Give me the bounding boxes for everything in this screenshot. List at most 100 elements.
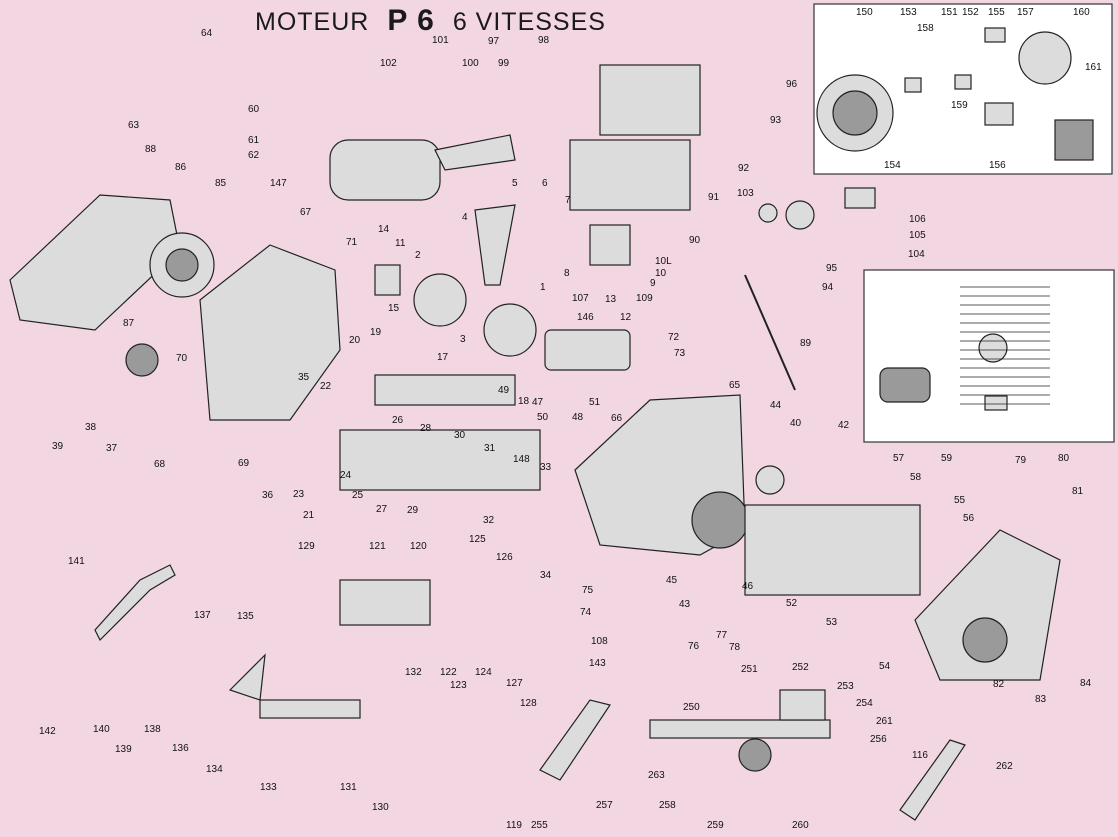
part-label-31: 31 [484,443,496,454]
part-label-85: 85 [215,178,227,189]
lighting-coil-154 [904,77,922,93]
part-label-61: 61 [248,135,260,146]
part-label-154: 154 [884,160,901,171]
part-label-256: 256 [870,734,887,745]
part-label-60: 60 [248,104,260,115]
part-label-92: 92 [738,163,750,174]
part-label-159: 159 [951,100,968,111]
part-label-126: 126 [496,552,513,563]
part-label-251: 251 [741,664,758,675]
part-label-139: 139 [115,744,132,755]
part-label-47: 47 [532,397,544,408]
part-label-63: 63 [128,120,140,131]
part-label-73: 73 [674,348,686,359]
part-label-161: 161 [1085,62,1102,73]
part-label-35: 35 [298,372,310,383]
clutch-drum-hub [165,248,199,282]
stator-plate-160 [1018,31,1072,85]
part-label-98: 98 [538,35,550,46]
part-label-25: 25 [352,490,364,501]
part-label-82: 82 [993,679,1005,690]
part-label-53: 53 [826,617,838,628]
part-label-28: 28 [420,423,432,434]
part-label-74: 74 [580,607,592,618]
part-label-9: 9 [650,278,656,289]
main-shaft-17 [374,374,516,406]
part-label-97: 97 [488,36,500,47]
part-label-11: 11 [395,238,406,249]
part-label-116: 116 [912,750,928,761]
clutch-plates-52-53 [744,504,921,596]
part-label-24: 24 [340,470,352,481]
part-label-137: 137 [194,610,211,621]
part-label-88: 88 [145,144,157,155]
part-label-136: 136 [172,743,189,754]
part-label-96: 96 [786,79,798,90]
kick-lever-141 [94,564,176,642]
con-rod-5 [474,204,516,286]
part-label-54: 54 [879,661,891,672]
part-label-259: 259 [707,820,724,831]
part-label-3: 3 [460,334,466,345]
part-label-52: 52 [786,598,798,609]
part-label-18: 18 [518,396,530,407]
part-label-109: 109 [636,293,653,304]
pedal-lever-262 [899,739,966,821]
part-label-10: 10 [655,268,667,279]
flywheel-hub [832,90,878,136]
part-label-15: 15 [388,303,400,314]
part-label-254: 254 [856,698,873,709]
part-label-77: 77 [716,630,728,641]
part-label-105: 105 [909,230,926,241]
part-label-26: 26 [392,415,404,426]
part-label-253: 253 [837,681,854,692]
part-label-261: 261 [876,716,893,727]
part-label-95: 95 [826,263,838,274]
part-label-32: 32 [483,515,495,526]
part-label-84: 84 [1080,678,1092,689]
part-label-102: 102 [380,58,397,69]
part-label-130: 130 [372,802,389,813]
part-label-134: 134 [206,764,223,775]
part-label-40: 40 [790,418,802,429]
part-label-57: 57 [893,453,905,464]
part-label-123: 123 [450,680,467,691]
part-label-45: 45 [666,575,678,586]
part-label-7: 7 [565,195,571,206]
part-label-27: 27 [376,504,388,515]
part-label-62: 62 [248,150,260,161]
part-label-87: 87 [123,318,135,329]
gasket-104 [785,200,815,230]
carb-float [984,395,1008,411]
part-label-252: 252 [792,662,809,673]
part-label-39: 39 [52,441,64,452]
part-label-64: 64 [201,28,213,39]
part-label-141: 141 [68,556,85,567]
part-label-66: 66 [611,413,623,424]
part-label-1: 1 [540,282,546,293]
part-label-255: 255 [531,820,548,831]
clutch-gear-44 [691,491,749,549]
part-label-69: 69 [238,458,250,469]
carb-body [978,333,1008,363]
ring-103 [758,203,778,223]
cylinder-head-93 [599,64,701,136]
intake-manifold-98 [434,134,516,171]
part-label-147: 147 [270,178,287,189]
gear-cluster-25-33 [339,429,541,491]
part-label-38: 38 [85,422,97,433]
part-252-253 [779,689,826,721]
crankcase-left-67 [199,244,341,421]
part-label-17: 17 [437,352,449,363]
carburetor-102 [329,139,441,201]
part-label-50: 50 [537,412,549,423]
part-label-143: 143 [589,658,606,669]
part-label-129: 129 [298,541,315,552]
part-label-153: 153 [900,7,917,18]
part-label-68: 68 [154,459,166,470]
part-label-30: 30 [454,430,466,441]
cam-159 [954,74,972,90]
part-label-42: 42 [838,420,850,431]
part-label-21: 21 [303,510,315,521]
part-label-72: 72 [668,332,680,343]
